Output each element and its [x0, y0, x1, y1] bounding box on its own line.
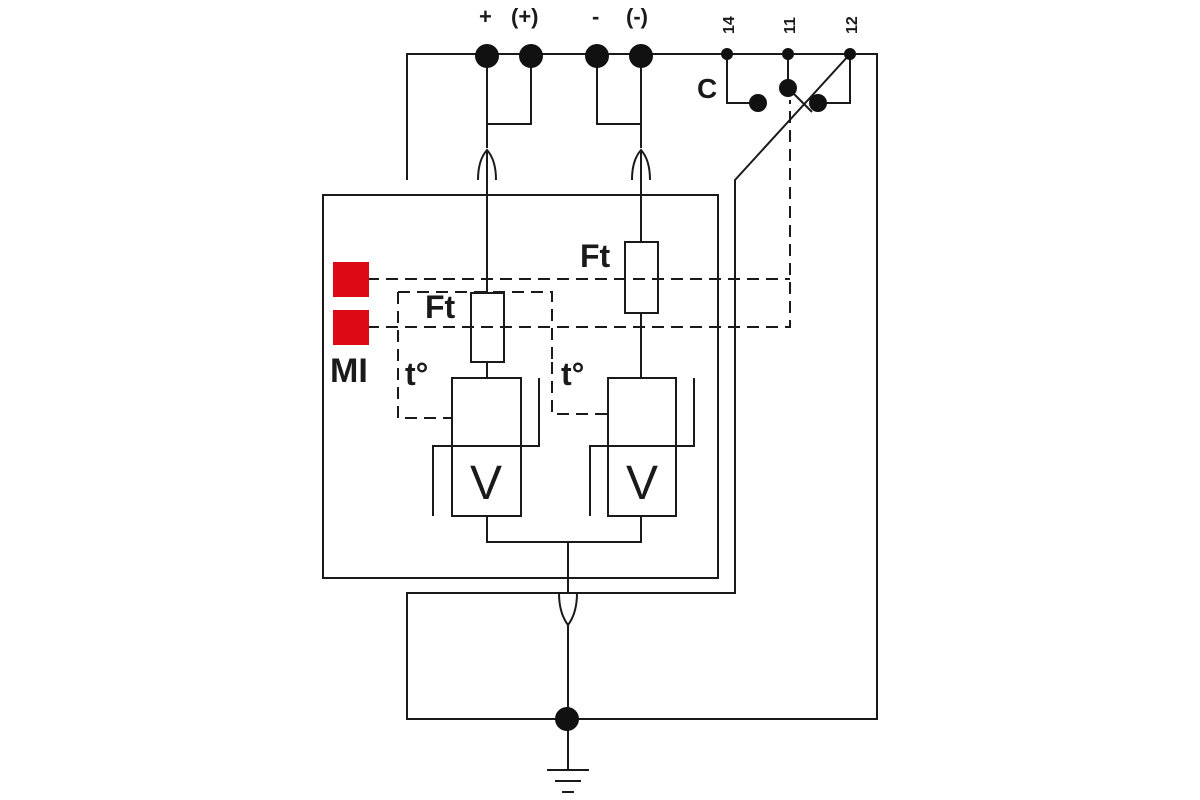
- label-fuse-right: Ft: [580, 238, 611, 274]
- crossing-hop-ground: [558, 592, 578, 627]
- module-body: [322, 194, 719, 579]
- thermal-block-right: [607, 377, 677, 447]
- indicator-square-upper: [333, 262, 369, 297]
- label-plus-paren: (+): [511, 4, 539, 29]
- ground-symbol: [547, 745, 589, 793]
- contact-node-11: [779, 79, 797, 97]
- label-plus: +: [479, 4, 492, 29]
- fuse-right: [624, 241, 659, 314]
- thermal-contact-right: [589, 378, 695, 516]
- terminal-12: [844, 48, 856, 60]
- label-indicator: MI: [330, 352, 368, 390]
- terminal-minus-paren: [629, 44, 653, 68]
- thermal-contact-left: [432, 378, 540, 516]
- label-thermal-right: t°: [561, 356, 584, 392]
- terminal-plus: [475, 44, 499, 68]
- dashed-thermal-left: [397, 291, 553, 419]
- dashed-link-lower: [348, 100, 791, 328]
- indicator-square-lower: [333, 310, 369, 345]
- label-minus-paren: (-): [626, 4, 648, 29]
- contact-node-12: [809, 94, 827, 112]
- terminal-14: [721, 48, 733, 60]
- contact-wiring: [726, 54, 851, 113]
- thermal-block-left: [451, 377, 522, 447]
- enclosure-frame-top: [406, 53, 878, 720]
- contact-node-14: [749, 94, 767, 112]
- label-pin-12: 12: [844, 16, 861, 34]
- label-pin-11: 11: [782, 17, 799, 34]
- label-pin-14: 14: [721, 16, 738, 34]
- terminal-11: [782, 48, 794, 60]
- wire-positive-junction: [486, 56, 532, 125]
- label-minus: -: [592, 4, 599, 29]
- label-varistor-right: V: [626, 457, 658, 510]
- label-varistor-left: V: [470, 457, 502, 510]
- label-thermal-left: t°: [405, 356, 428, 392]
- ground-terminal: [555, 707, 579, 731]
- label-fuse-left: Ft: [425, 289, 456, 325]
- wire-negative-junction: [596, 56, 642, 125]
- terminal-minus: [585, 44, 609, 68]
- terminal-plus-paren: [519, 44, 543, 68]
- label-contact: C: [697, 73, 717, 104]
